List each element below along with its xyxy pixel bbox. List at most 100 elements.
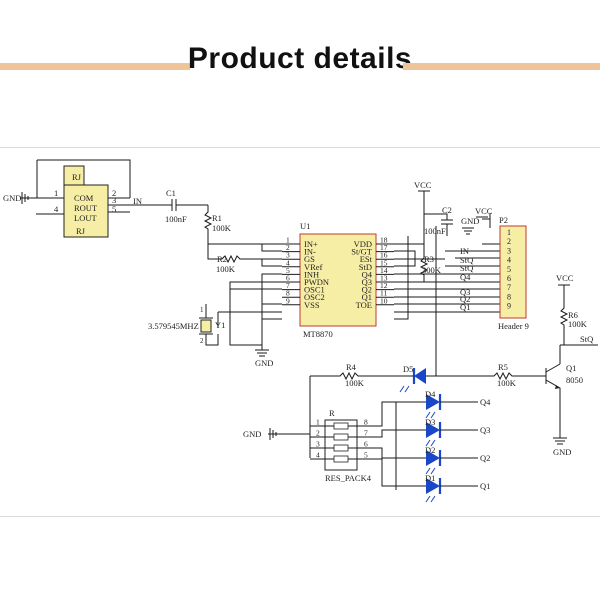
p2-pin-number: 5 xyxy=(507,265,511,274)
svg-text:R2: R2 xyxy=(217,254,227,264)
led-ref: D3 xyxy=(425,417,435,427)
svg-text:300K: 300K xyxy=(422,265,442,275)
u1-left-pin-label: OSC1 xyxy=(304,285,325,295)
u1-left-pin-number: 5 xyxy=(286,266,290,275)
gnd-symbol-q1: GND xyxy=(553,430,571,457)
r3-resistor: R3 300K xyxy=(419,254,442,282)
schematic-top-border xyxy=(0,147,600,148)
u1-right-pin-label: Q2 xyxy=(362,285,372,295)
vcc-header: VCC xyxy=(475,206,493,218)
p2-pin-number: 1 xyxy=(507,228,511,237)
svg-text:1: 1 xyxy=(200,306,204,314)
svg-text:100K: 100K xyxy=(216,264,236,274)
rj-top-label: RJ xyxy=(72,172,82,182)
led-net-label: Q1 xyxy=(480,481,490,491)
svg-text:100nF: 100nF xyxy=(424,226,446,236)
led-net-label: Q4 xyxy=(480,397,491,407)
u1-left-pin-number: 3 xyxy=(286,251,290,260)
svg-text:StQ: StQ xyxy=(460,263,473,273)
schematic-bottom-border xyxy=(0,516,600,517)
u1-left-pin-number: 8 xyxy=(286,289,290,298)
r4-resistor: R4 100K xyxy=(309,362,400,436)
respack-left-pin-number: 2 xyxy=(316,429,320,438)
c1-capacitor: C1 100nF xyxy=(152,188,208,224)
vcc-u1: VCC xyxy=(394,180,432,245)
svg-text:IN: IN xyxy=(460,246,469,256)
u1-left-pin-number: 4 xyxy=(286,258,290,267)
u1-right-pin-number: 13 xyxy=(380,274,388,283)
u1-left-pin-number: 9 xyxy=(286,296,290,305)
respack-left-pin-number: 3 xyxy=(316,440,320,449)
y1-crystal: 3.579545MHZ Y1 1 2 xyxy=(148,304,225,346)
svg-text:VCC: VCC xyxy=(414,180,432,190)
u1-right-pin-number: 15 xyxy=(380,258,388,267)
svg-text:1: 1 xyxy=(54,188,58,198)
u1-right-pin-number: 10 xyxy=(380,296,388,305)
section-header: Product details xyxy=(0,30,600,90)
svg-text:VCC: VCC xyxy=(475,206,493,216)
u1-right-pin-label: TOE xyxy=(356,300,372,310)
u1-right-pin-label: StD xyxy=(359,262,372,272)
u1-right-pin-label: ESt xyxy=(360,254,373,264)
svg-text:RES_PACK4: RES_PACK4 xyxy=(325,473,372,483)
svg-text:R1: R1 xyxy=(212,213,222,223)
rj-pin-com: COM xyxy=(74,193,94,203)
p2-pin-number: 4 xyxy=(507,256,511,265)
u1-ref: U1 xyxy=(300,221,310,231)
u1-right-pin-number: 11 xyxy=(380,289,387,298)
led-ref: D2 xyxy=(425,445,435,455)
u1-left-pin-label: GS xyxy=(304,254,315,264)
q1-transistor: Q1 8050 xyxy=(545,345,583,430)
u1-left-pin-label: VRef xyxy=(304,262,323,272)
svg-text:100K: 100K xyxy=(568,319,588,329)
r5-resistor: R5 100K xyxy=(436,362,546,388)
respack-right-pin-number: 6 xyxy=(364,440,368,449)
d5-led: D5 xyxy=(399,364,436,393)
svg-text:Q4: Q4 xyxy=(460,272,471,282)
respack-element xyxy=(333,444,349,452)
p2-pin-number: 9 xyxy=(507,302,511,311)
rj-bottom-label: RJ xyxy=(76,226,86,236)
page-title: Product details xyxy=(187,42,413,75)
svg-text:C2: C2 xyxy=(442,205,452,215)
u1-right-pin-label: VDD xyxy=(354,239,372,249)
u1-left-pin-label: IN+ xyxy=(304,239,318,249)
svg-text:3.579545MHZ: 3.579545MHZ xyxy=(148,321,199,331)
svg-text:D5: D5 xyxy=(403,364,413,374)
u1-left-pin-number: 2 xyxy=(286,243,290,252)
respack-left-pin-number: 1 xyxy=(316,418,320,427)
led-ref: D4 xyxy=(425,389,436,399)
led-net-label: Q3 xyxy=(480,425,490,435)
p2-pin-number: 2 xyxy=(507,237,511,246)
u1-left-pin-label: PWDN xyxy=(304,277,329,287)
u1-right-pin-number: 18 xyxy=(380,236,388,245)
u1-right-pin-number: 12 xyxy=(380,281,388,290)
p2-pin-number: 6 xyxy=(507,274,511,283)
rj-jack: RJ COM ROUT LOUT RJ 1 2 3 4 5 xyxy=(34,159,152,238)
svg-text:100K: 100K xyxy=(212,223,232,233)
svg-text:Y1: Y1 xyxy=(215,320,225,330)
svg-text:2: 2 xyxy=(112,188,116,198)
r1-resistor: R1 100K xyxy=(203,205,282,245)
u1-left-pin-label: OSC2 xyxy=(304,292,325,302)
respack-element xyxy=(333,422,349,430)
svg-text:GND: GND xyxy=(3,193,21,203)
svg-text:GND: GND xyxy=(461,216,479,226)
svg-text:StQ: StQ xyxy=(580,334,593,344)
u1-right-pin-label: Q3 xyxy=(362,277,372,287)
svg-text:VCC: VCC xyxy=(556,273,574,283)
svg-text:R4: R4 xyxy=(346,362,357,372)
respack-element xyxy=(333,433,349,441)
u1-left-pin-label: VSS xyxy=(304,300,320,310)
respack-right-pin-number: 7 xyxy=(364,429,368,438)
r2-resistor: R2 100K xyxy=(207,244,282,274)
svg-text:C1: C1 xyxy=(166,188,176,198)
svg-text:5: 5 xyxy=(112,204,116,214)
svg-text:Q1: Q1 xyxy=(460,302,470,312)
p2-pin-number: 7 xyxy=(507,283,511,292)
